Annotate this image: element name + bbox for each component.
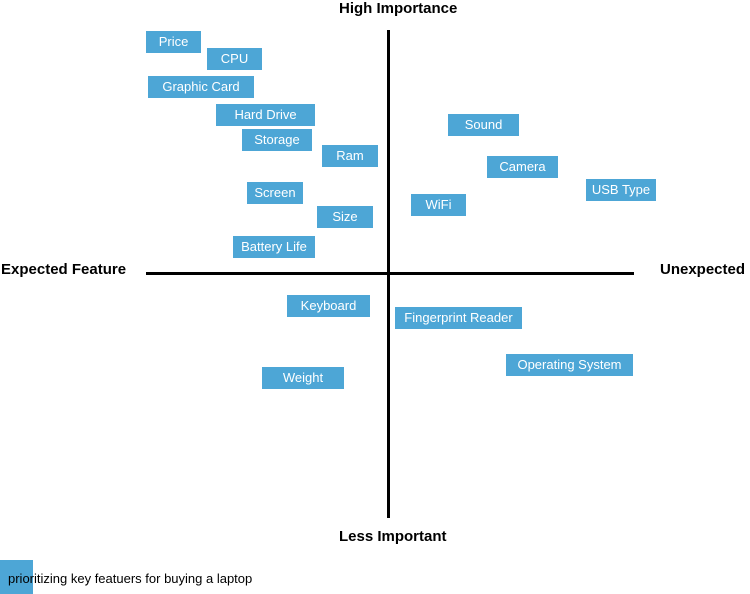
feature-tag-screen: Screen: [247, 182, 303, 204]
feature-tag-usb-type: USB Type: [586, 179, 656, 201]
feature-tag-wifi: WiFi: [411, 194, 466, 216]
horizontal-axis: [146, 272, 634, 275]
feature-tag-graphic-card: Graphic Card: [148, 76, 254, 98]
axis-label-left: Expected Feature: [1, 261, 127, 278]
feature-tag-sound: Sound: [448, 114, 519, 136]
feature-tag-storage: Storage: [242, 129, 312, 151]
axis-label-bottom: Less Important: [339, 528, 447, 545]
feature-tag-fingerprint-reader: Fingerprint Reader: [395, 307, 522, 329]
feature-tag-weight: Weight: [262, 367, 344, 389]
feature-tag-camera: Camera: [487, 156, 558, 178]
axis-label-top: High Importance: [339, 0, 458, 17]
feature-tag-cpu: CPU: [207, 48, 262, 70]
feature-tag-keyboard: Keyboard: [287, 295, 370, 317]
legend-text: prioritizing key featuers for buying a l…: [8, 571, 253, 586]
axis-label-right: Unexpected: [660, 261, 746, 278]
feature-tag-operating-system: Operating System: [506, 354, 633, 376]
feature-tag-hard-drive: Hard Drive: [216, 104, 315, 126]
legend-swatch: [0, 560, 33, 594]
feature-tag-ram: Ram: [322, 145, 378, 167]
feature-tag-size: Size: [317, 206, 373, 228]
feature-tag-price: Price: [146, 31, 201, 53]
feature-tag-battery-life: Battery Life: [233, 236, 315, 258]
